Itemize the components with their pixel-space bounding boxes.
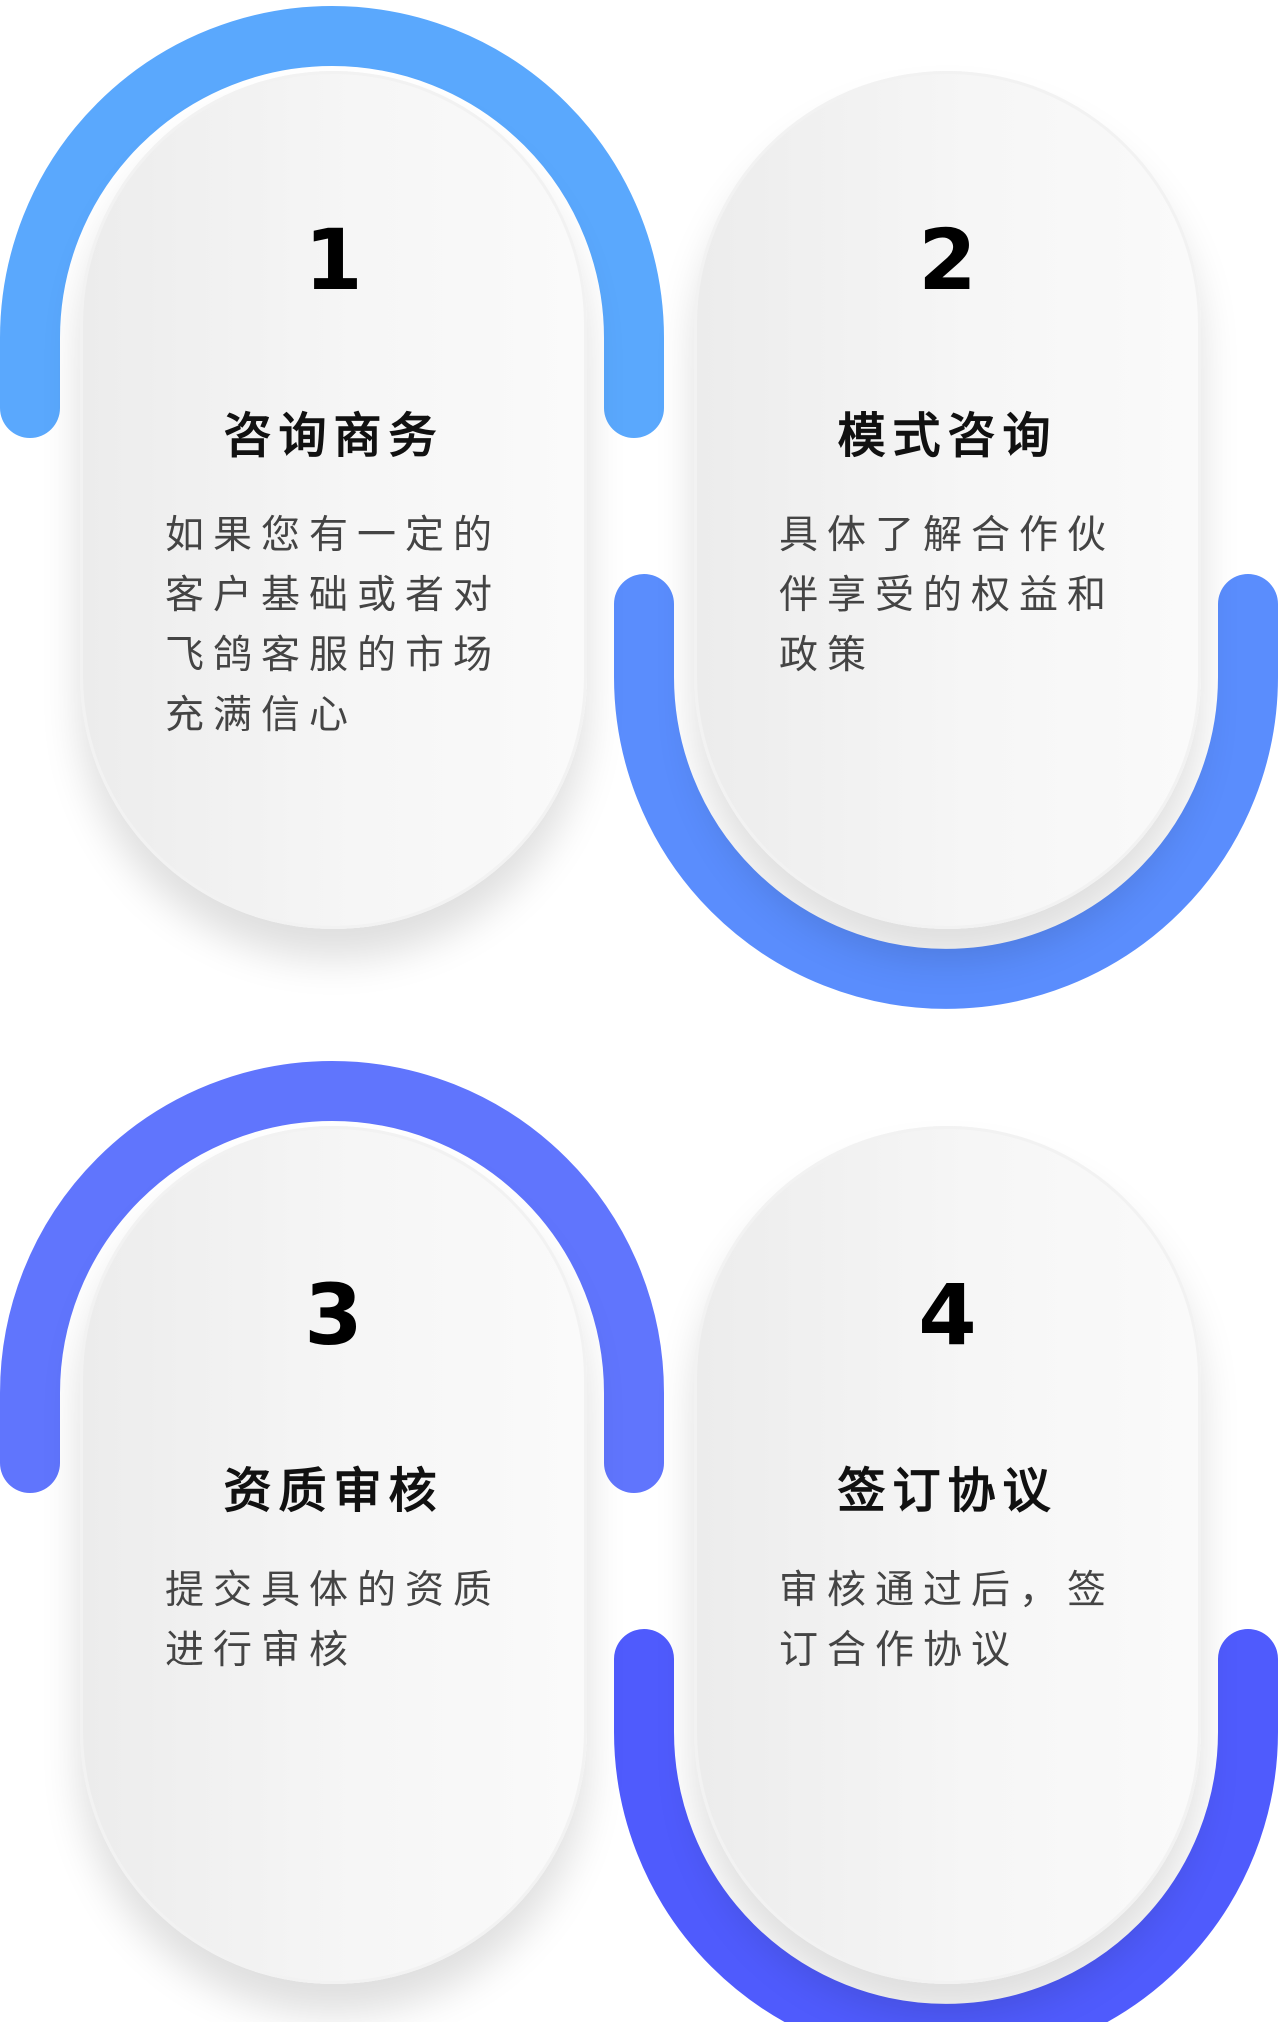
description-line: 伴享受的权益和: [779, 573, 1116, 618]
step-card-1: 1 咨询商务 如果您有一定的 客户基础或者对 飞鸽客服的市场 充满信心: [80, 71, 587, 929]
step-number: 3: [304, 1266, 363, 1364]
description-line: 提交具体的资质: [165, 1568, 502, 1613]
step-number: 4: [918, 1266, 977, 1364]
description-line: 具体了解合作伙: [779, 513, 1116, 558]
description-line: 订合作协议: [779, 1628, 1020, 1673]
arc-step-2: [614, 574, 1278, 1009]
step-card-2: 2 模式咨询 具体了解合作伙 伴享受的权益和 政策: [694, 71, 1201, 929]
step-title: 模式咨询: [837, 408, 1058, 464]
description-line: 进行审核: [165, 1628, 358, 1673]
step-card-3: 3 资质审核 提交具体的资质 进行审核: [80, 1126, 587, 1984]
step-card-4: 4 签订协议 审核通过后，签 订合作协议: [694, 1126, 1201, 1984]
step-description: 审核通过后，签 订合作协议: [779, 1561, 1129, 1681]
arc-step-1: [0, 6, 664, 438]
step-description: 具体了解合作伙 伴享受的权益和 政策: [779, 506, 1129, 686]
step-description: 如果您有一定的 客户基础或者对 飞鸽客服的市场 充满信心: [165, 506, 515, 746]
description-line: 如果您有一定的: [165, 513, 502, 558]
description-line: 飞鸽客服的市场: [165, 633, 502, 678]
step-number: 1: [304, 211, 363, 309]
step-description: 提交具体的资质 进行审核: [165, 1561, 515, 1681]
step-title: 签订协议: [837, 1463, 1058, 1519]
description-line: 审核通过后，签: [779, 1568, 1116, 1613]
arc-step-3: [0, 1061, 664, 1493]
step-title: 咨询商务: [223, 408, 444, 464]
arc-step-4: [614, 1629, 1278, 2022]
description-line: 充满信心: [165, 693, 358, 738]
description-line: 客户基础或者对: [165, 573, 502, 618]
step-title: 资质审核: [223, 1463, 444, 1519]
step-number: 2: [918, 211, 977, 309]
description-line: 政策: [779, 633, 876, 678]
